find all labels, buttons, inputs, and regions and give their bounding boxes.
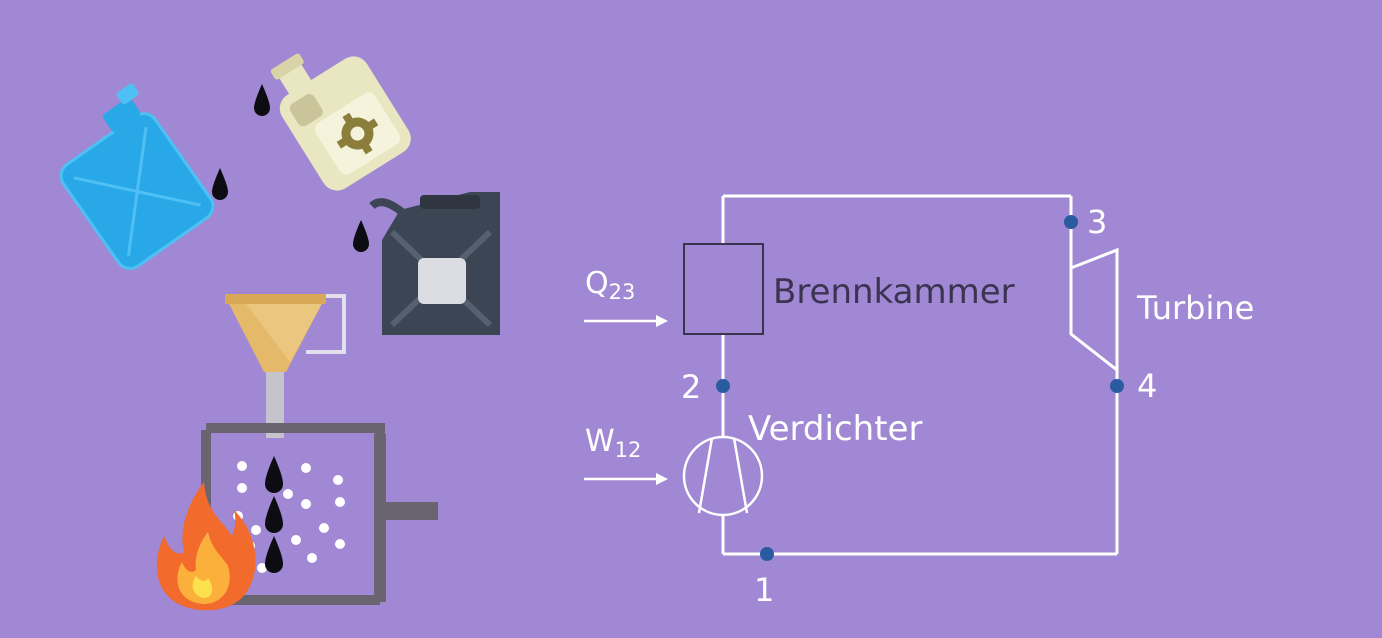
state-label-1: 1 — [754, 571, 774, 609]
cycle-connection-lines — [721, 194, 1119, 556]
combustion-chamber-label: Brennkammer — [773, 272, 1015, 312]
turbine-label: Turbine — [1136, 289, 1254, 327]
heat-input-arrow — [584, 315, 668, 327]
fuel-jerrycan-icon — [369, 192, 500, 335]
turbine-symbol — [1069, 247, 1119, 374]
funnel-icon — [225, 294, 346, 438]
fuel-illustration — [59, 53, 500, 611]
oil-bottle-icon — [270, 53, 411, 191]
compressor-label: Verdichter — [748, 409, 922, 449]
state-points — [716, 215, 1124, 561]
work-input-arrow — [584, 473, 668, 485]
flame-icon — [156, 482, 256, 611]
heat-input-label: Q23 — [585, 266, 635, 304]
state-point-4 — [1110, 379, 1124, 393]
state-point-2 — [716, 379, 730, 393]
combustion-chamber-symbol — [683, 243, 764, 335]
work-input-label: W12 — [585, 424, 641, 462]
state-label-2: 2 — [681, 368, 701, 406]
brayton-cycle-schematic: Q23 W12 Brennkammer Verdichter Turbine 1… — [584, 194, 1254, 609]
state-label-3: 3 — [1087, 203, 1107, 241]
blue-canister-icon — [59, 83, 215, 270]
state-label-4: 4 — [1137, 367, 1157, 405]
fuel-drop-icon — [212, 84, 369, 252]
state-point-1 — [760, 547, 774, 561]
compressor-symbol — [682, 435, 764, 517]
state-point-3 — [1064, 215, 1078, 229]
